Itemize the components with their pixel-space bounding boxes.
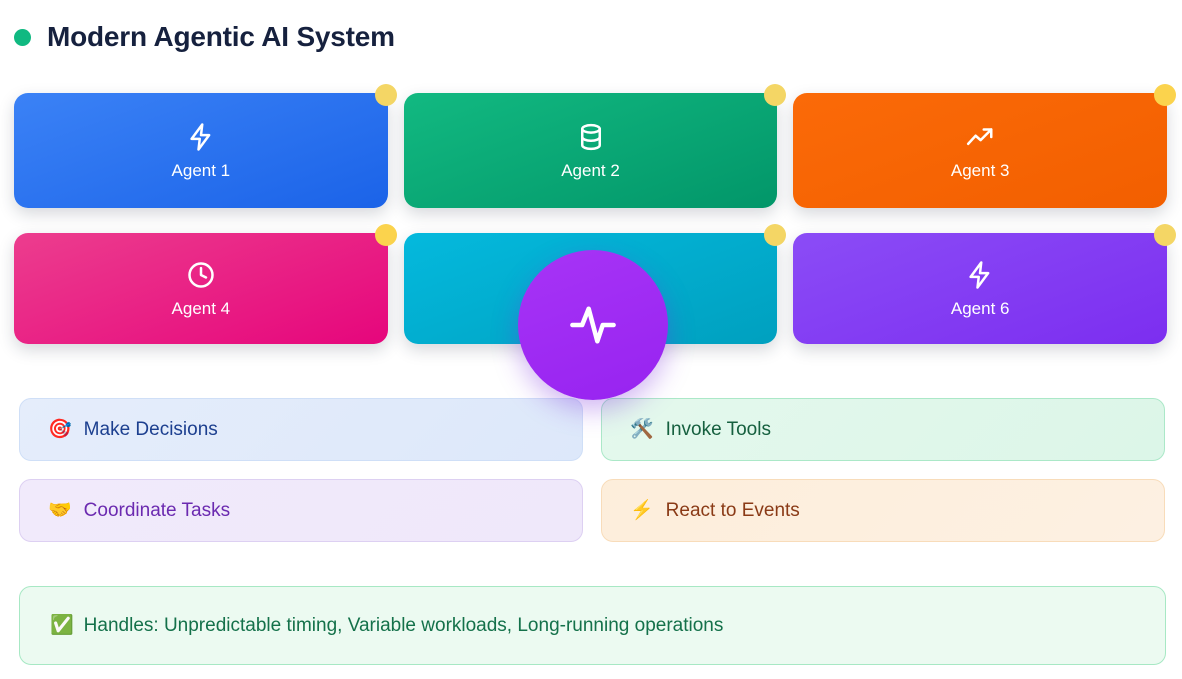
agent-status-badge <box>764 84 787 106</box>
capability-label: React to Events <box>665 500 800 521</box>
trending-up-icon <box>965 122 995 152</box>
clock-icon <box>186 260 216 290</box>
capability-invoke-tools[interactable]: 🛠️ Invoke Tools <box>601 398 1165 461</box>
agent-card-label: Agent 2 <box>561 161 620 180</box>
capability-coordinate-tasks[interactable]: 🤝 Coordinate Tasks <box>19 479 583 542</box>
capability-label: Coordinate Tasks <box>83 500 231 521</box>
capability-label: Make Decisions <box>83 419 218 440</box>
check-mark-icon: ✅ <box>50 615 74 636</box>
agent-status-badge <box>1154 84 1177 106</box>
handles-banner-text: Handles: Unpredictable timing, Variable … <box>83 614 724 636</box>
capability-react-to-events[interactable]: ⚡ React to Events <box>601 479 1165 542</box>
agent-card-label: Agent 3 <box>950 161 1010 180</box>
center-orchestrator-node[interactable] <box>518 250 668 400</box>
agent-row-2: Agent 4 Agent 6 <box>14 224 1177 344</box>
handshake-icon: 🤝 <box>48 500 72 521</box>
agent-status-badge <box>1154 224 1177 246</box>
agent-status-badge <box>374 84 397 106</box>
handles-banner: ✅ Handles: Unpredictable timing, Variabl… <box>19 586 1166 665</box>
page-title: Modern Agentic AI System <box>47 21 395 52</box>
agent-status-badge <box>764 224 787 246</box>
lightning-emoji-icon: ⚡ <box>630 500 654 521</box>
agent-grid: Agent 1 Agent 2 Agent 3 <box>14 84 1177 344</box>
status-dot-icon <box>14 28 31 46</box>
target-icon: 🎯 <box>48 419 72 440</box>
activity-pulse-icon <box>567 299 619 351</box>
page-header: Modern Agentic AI System <box>14 14 395 60</box>
capability-list: 🎯 Make Decisions 🛠️ Invoke Tools 🤝 Coord… <box>19 398 1166 542</box>
tools-icon: 🛠️ <box>630 419 654 440</box>
agent-card-1[interactable]: Agent 1 <box>14 84 397 208</box>
agent-card-6[interactable]: Agent 6 <box>793 224 1177 344</box>
capability-label: Invoke Tools <box>665 419 771 440</box>
lightning-bolt-icon <box>186 122 216 152</box>
agent-card-label: Agent 1 <box>171 161 231 180</box>
agent-status-badge <box>374 224 397 246</box>
agent-card-4[interactable]: Agent 4 <box>14 224 397 344</box>
agent-card-2[interactable]: Agent 2 <box>403 84 787 208</box>
agent-row-1: Agent 1 Agent 2 Agent 3 <box>14 84 1177 208</box>
capability-make-decisions[interactable]: 🎯 Make Decisions <box>19 398 583 461</box>
agent-card-label: Agent 6 <box>950 299 1010 318</box>
agent-card-3[interactable]: Agent 3 <box>793 84 1177 208</box>
agent-card-label: Agent 4 <box>171 299 231 318</box>
lightning-bolt-icon <box>965 260 995 290</box>
database-icon <box>576 122 606 152</box>
